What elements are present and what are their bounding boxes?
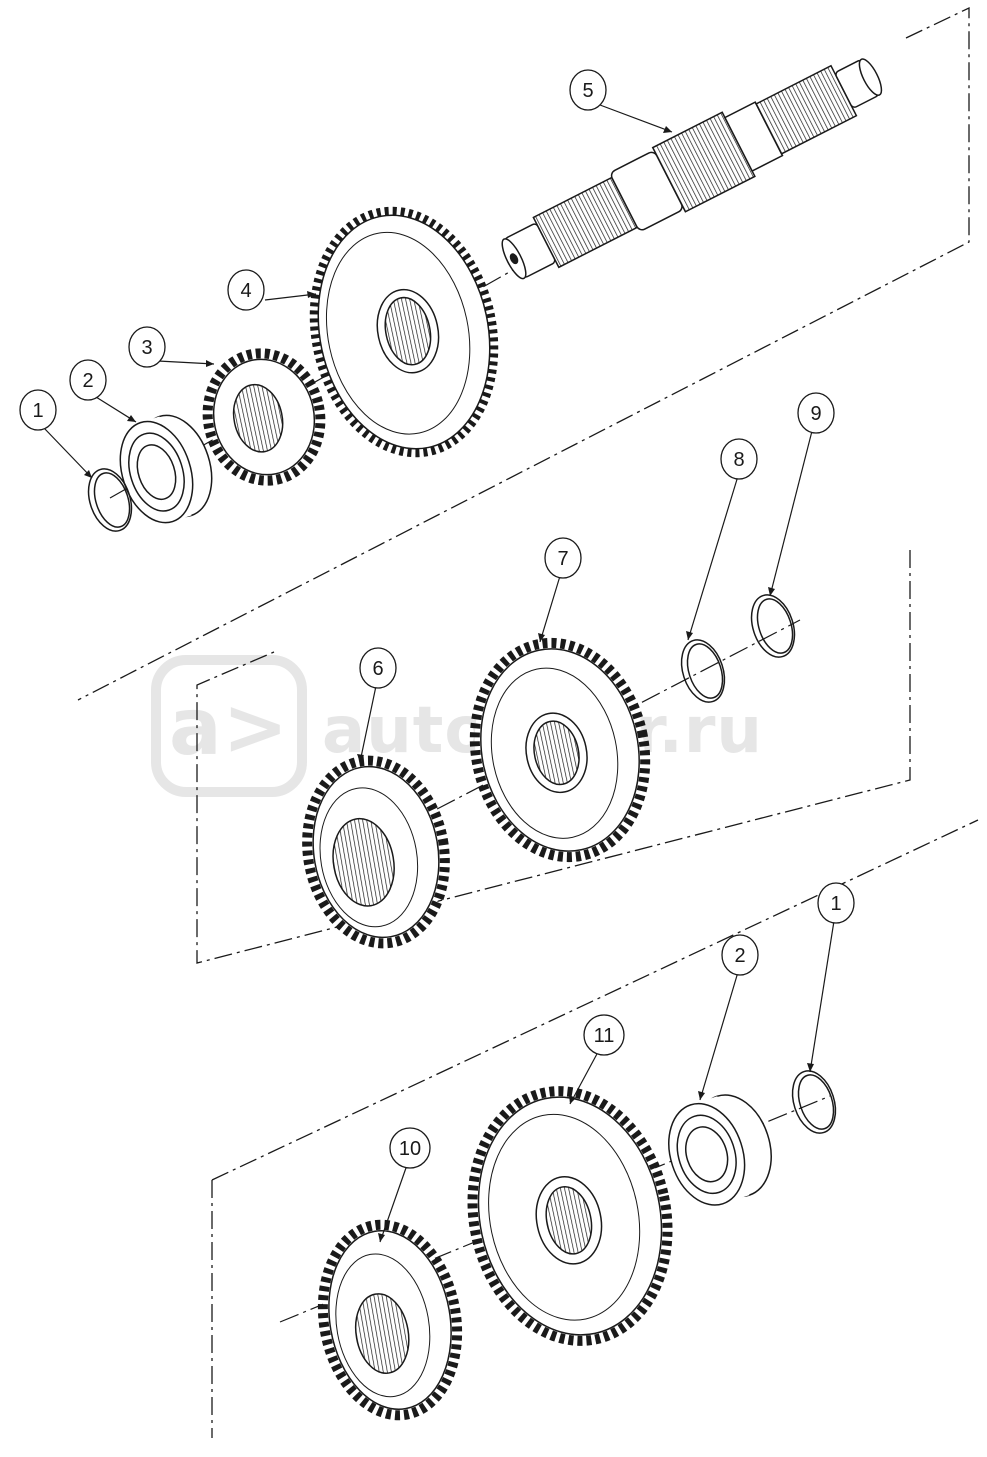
callout-leaders	[43, 104, 835, 1243]
ring-middle-9	[750, 594, 796, 658]
callout-balloon-1b	[817, 882, 855, 924]
snap-ring-bottom	[791, 1070, 837, 1134]
callout-arrowheads	[84, 126, 814, 1242]
large-gear-top	[309, 206, 499, 458]
shaft	[501, 58, 883, 280]
callout-balloons	[19, 69, 855, 1169]
watermark: a> autopiter.ru	[151, 655, 762, 797]
callout-number: 1	[830, 893, 841, 915]
callout-number: 7	[557, 548, 568, 570]
snap-ring-top	[87, 468, 133, 532]
callout-balloon-1a	[19, 389, 57, 431]
callout-balloon-4	[227, 269, 265, 311]
callout-balloon-10	[389, 1127, 431, 1169]
group-frame-bottom	[211, 819, 979, 1438]
large-gear-bottom	[467, 1086, 673, 1346]
svg-text:a>: a>	[169, 683, 289, 773]
callout-balloon-11	[583, 1014, 625, 1056]
callout-number: 2	[734, 945, 745, 967]
callout-number: 1	[32, 400, 43, 422]
callout-number: 11	[594, 1025, 615, 1047]
bearing-bottom	[668, 1094, 772, 1206]
callout-number: 9	[810, 403, 821, 425]
bearing-top	[119, 414, 213, 524]
callout-number: 4	[240, 280, 251, 302]
callout-number: 5	[582, 80, 593, 102]
group-frame-middle	[196, 550, 911, 964]
callout-balloon-6	[359, 647, 397, 689]
callout-balloon-3	[128, 326, 166, 368]
callout-balloon-7	[544, 537, 582, 579]
small-gear-top	[202, 348, 326, 486]
callout-number: 2	[82, 370, 93, 392]
callout-balloon-5	[569, 69, 607, 111]
callout-balloon-2b	[721, 934, 759, 976]
callout-balloon-9	[797, 392, 835, 434]
gear-middle-small	[302, 755, 450, 949]
ring-middle-8	[680, 639, 726, 703]
callout-labels: 1 2 3 4 5 6 7 8 9 10 11 2 1	[32, 80, 841, 1160]
callout-number: 6	[372, 658, 383, 680]
callout-number: 3	[141, 337, 152, 359]
gear-bottom-small	[317, 1219, 463, 1421]
callout-balloon-2a	[69, 359, 107, 401]
callout-number: 8	[733, 449, 744, 471]
gear-middle-large	[469, 637, 651, 863]
callout-balloon-8	[720, 438, 758, 480]
callout-number: 10	[399, 1138, 421, 1160]
group-frame-top	[77, 6, 970, 701]
